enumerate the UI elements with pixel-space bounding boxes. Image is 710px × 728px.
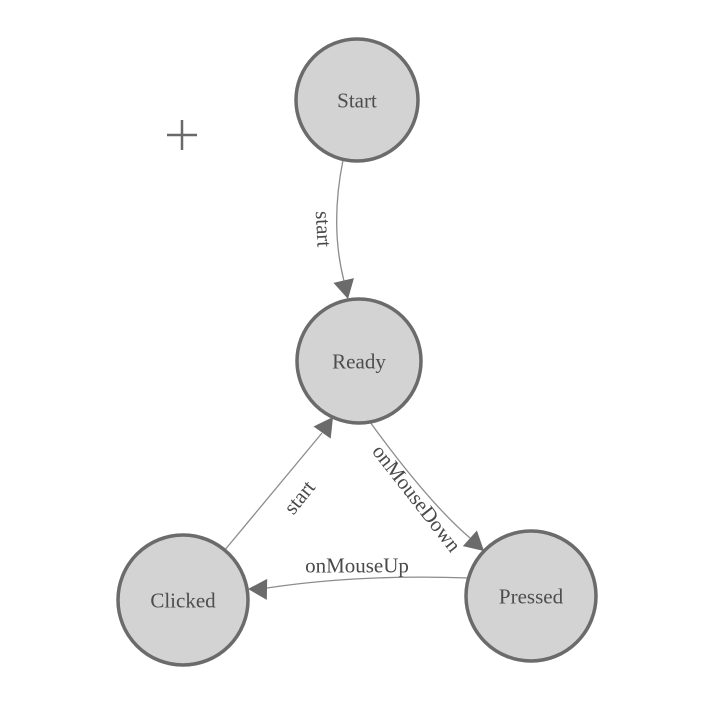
edge-label-ready-to-pressed: onMouseDown bbox=[367, 440, 466, 557]
state-node-clicked[interactable]: Clicked bbox=[116, 533, 250, 667]
arrowhead-icon bbox=[333, 278, 354, 299]
arrowhead-icon bbox=[462, 530, 484, 551]
transition-pressed-to-clicked[interactable]: onMouseUp bbox=[248, 553, 470, 600]
edge-label-start-to-ready: start bbox=[311, 210, 337, 248]
transition-start-to-ready[interactable]: start bbox=[311, 159, 354, 299]
edge-line-ready-to-pressed bbox=[369, 421, 471, 539]
edge-label-pressed-to-clicked: onMouseUp bbox=[305, 553, 409, 577]
edge-label-clicked-to-ready: start bbox=[279, 475, 321, 518]
edge-line-clicked-to-ready bbox=[223, 432, 323, 552]
transition-clicked-to-ready[interactable]: start bbox=[223, 417, 333, 552]
state-circle-start[interactable] bbox=[294, 37, 420, 163]
arrowhead-icon bbox=[313, 417, 333, 439]
state-circle-pressed[interactable] bbox=[464, 529, 598, 663]
state-node-start[interactable]: Start bbox=[294, 37, 420, 163]
edge-line-pressed-to-clicked bbox=[266, 576, 470, 589]
crosshair-cursor-icon bbox=[167, 120, 197, 150]
state-circle-clicked[interactable] bbox=[116, 533, 250, 667]
arrowhead-icon bbox=[248, 578, 268, 600]
edge-line-start-to-ready bbox=[336, 159, 345, 282]
state-node-ready[interactable]: Ready bbox=[295, 297, 423, 425]
transition-ready-to-pressed[interactable]: onMouseDown bbox=[367, 421, 484, 557]
state-circle-ready[interactable] bbox=[295, 297, 423, 425]
state-node-pressed[interactable]: Pressed bbox=[464, 529, 598, 663]
